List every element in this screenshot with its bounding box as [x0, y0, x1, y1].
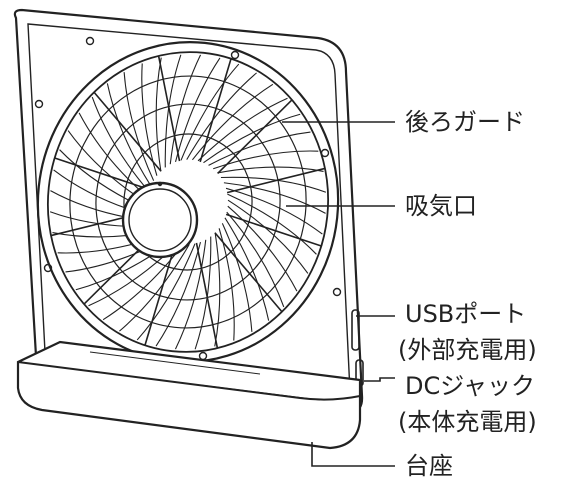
label-rear-guard: 後ろガード	[405, 108, 525, 136]
label-dc-jack-note: (本体充電用)	[398, 408, 537, 436]
blade-curve	[106, 83, 152, 187]
blade-curve	[136, 243, 196, 341]
blade-curve	[225, 187, 323, 235]
blade-curve	[191, 83, 274, 161]
blade-curve	[155, 57, 162, 172]
guard-spoke	[226, 167, 326, 194]
blade-curve	[203, 113, 301, 164]
blade-curve	[224, 217, 270, 321]
guard-spoke	[195, 242, 219, 349]
label-dc-jack: DCジャック	[405, 372, 535, 400]
blade-curve	[217, 166, 324, 174]
blade-curve	[227, 193, 317, 255]
guard-spoke	[217, 99, 293, 175]
labels: 後ろガード 吸気口 USBポート (外部充電用) DCジャック (本体充電用) …	[398, 108, 537, 480]
guard-spoke	[93, 91, 162, 172]
blade-curve	[119, 244, 190, 332]
blade-curve	[91, 96, 150, 193]
callout-base	[311, 442, 395, 467]
guard-spoke	[157, 55, 181, 162]
blade-curve	[223, 182, 326, 214]
guard-spoke	[214, 232, 283, 313]
blade-curve	[197, 97, 288, 162]
guard-spoke	[225, 213, 322, 247]
blade-curve	[180, 63, 240, 161]
blade-curve	[221, 223, 253, 332]
callout-lines	[282, 121, 395, 467]
label-usb-port-note: (外部充電用)	[398, 336, 537, 364]
blade-curve	[174, 239, 207, 350]
blade-curve	[214, 232, 221, 347]
callout-dc-jack	[364, 377, 395, 382]
blade-curve	[227, 199, 309, 274]
blade-curve	[226, 211, 285, 308]
blade-curve	[155, 241, 202, 347]
air-intake-hub	[121, 181, 199, 259]
fan-base	[16, 340, 362, 450]
label-air-intake: 吸気口	[405, 192, 477, 220]
label-base: 台座	[405, 452, 453, 480]
blade-curve	[123, 72, 155, 181]
usb-port-slot	[351, 309, 360, 351]
blade-curve	[208, 131, 311, 166]
blade-curve	[227, 205, 298, 292]
guard-spoke	[199, 58, 232, 163]
guard-spoke	[144, 241, 177, 346]
blade-curve	[213, 150, 319, 170]
guard-spoke	[54, 157, 151, 191]
blade-curve	[174, 57, 221, 163]
blade-curve	[169, 54, 202, 165]
label-usb-port: USBポート	[405, 300, 526, 328]
blade-curve	[186, 72, 257, 160]
